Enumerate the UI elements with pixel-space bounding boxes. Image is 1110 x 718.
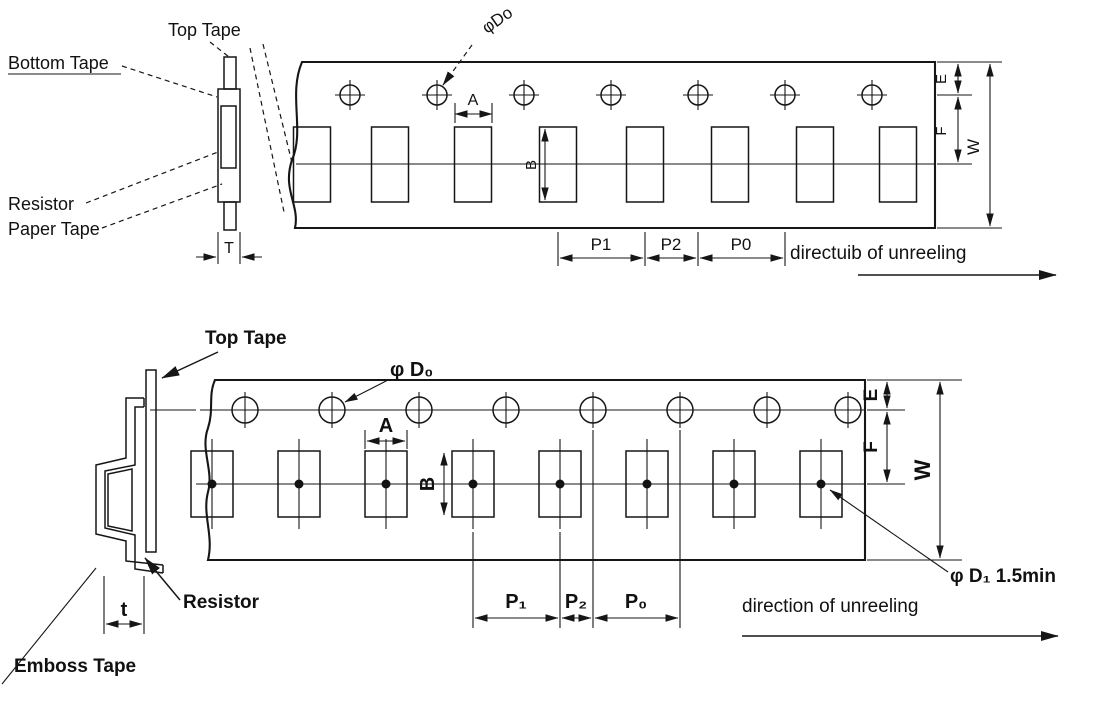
sprocket-hole-row [231, 392, 862, 428]
dimension-efw: E F W [861, 379, 962, 561]
emboss-tape-diagram: Top Tape Resistor Emboss Tape t φ D₀ [1, 328, 1059, 685]
dim-p0-label: P₀ [625, 591, 647, 613]
dimension-pitch: P1 P2 P0 [557, 232, 786, 266]
dim-p2-label: P2 [661, 235, 682, 254]
paper-tape-diagram: Top Tape Bottom Tape Resistor Paper Tape… [8, 3, 1057, 281]
leader-line [249, 47, 285, 213]
leader-line [829, 489, 949, 573]
resistor-label: Resistor [8, 194, 74, 214]
dim-e-label: E [933, 74, 950, 84]
top-tape-section [223, 56, 237, 90]
dim-b-label: B [523, 160, 540, 170]
top-tape-label: Top Tape [205, 328, 287, 349]
dim-w-label: W [964, 139, 983, 155]
hole-diameter-label: φDo [478, 3, 516, 37]
dim-p0-label: P0 [731, 235, 752, 254]
direction-label: direction of unreeling [742, 596, 918, 617]
resistor-section [107, 468, 133, 532]
dimension-a: A [364, 415, 408, 449]
dimension-b: B [523, 128, 549, 201]
resistor-section [220, 105, 237, 169]
leader-line [85, 151, 219, 204]
leader-line [161, 351, 219, 379]
dim-a-label: A [468, 92, 479, 109]
leader-line [209, 41, 230, 58]
tape-cross-section: T [196, 56, 262, 264]
dim-f-label: F [861, 441, 882, 453]
tape-outline [287, 60, 937, 230]
dim-p2-label: P₂ [565, 591, 587, 613]
emboss-cross-section: t [95, 369, 164, 634]
dim-w-label: W [910, 459, 935, 480]
leader-line [101, 183, 223, 229]
emboss-carrier-inner [104, 406, 164, 574]
direction-label: directuib of unreeling [790, 243, 966, 264]
dim-t-label: T [224, 240, 234, 257]
dim-a-label: A [379, 415, 393, 437]
dim-f-label: F [933, 126, 950, 135]
dimension-efw: E F W [933, 61, 1002, 229]
emboss-carrier-outer [95, 397, 164, 566]
dim-b-label: B [417, 477, 439, 491]
leader-line [344, 379, 389, 403]
tape-outline [204, 378, 867, 562]
top-tape-label: Top Tape [168, 20, 241, 40]
hole-diameter-label: φ D₀ [390, 359, 433, 381]
sprocket-hole-row [335, 80, 887, 110]
dim-t-label: t [121, 599, 128, 621]
leader-line [1, 567, 97, 685]
d1-note-label: φ D₁ 1.5min [950, 566, 1056, 587]
resistor-label: Resistor [183, 592, 260, 613]
emboss-tape-label: Emboss Tape [14, 656, 136, 677]
dimension-a: A [454, 92, 493, 123]
paper-tape-label: Paper Tape [8, 219, 100, 239]
dim-e-label: E [861, 389, 882, 402]
dim-p1-label: P₁ [505, 591, 527, 613]
leader-lines [85, 41, 305, 229]
top-tape-section [145, 369, 157, 553]
leader-line [121, 65, 218, 98]
dimension-pitch: P₁ P₂ P₀ [472, 430, 681, 628]
bottom-tape-label: Bottom Tape [8, 53, 109, 73]
bottom-tape-section [223, 201, 237, 231]
leader-line [144, 557, 181, 601]
hole-diameter-callout: φDo [478, 3, 516, 37]
dimension-b: B [417, 452, 448, 516]
dim-p1-label: P1 [591, 235, 612, 254]
